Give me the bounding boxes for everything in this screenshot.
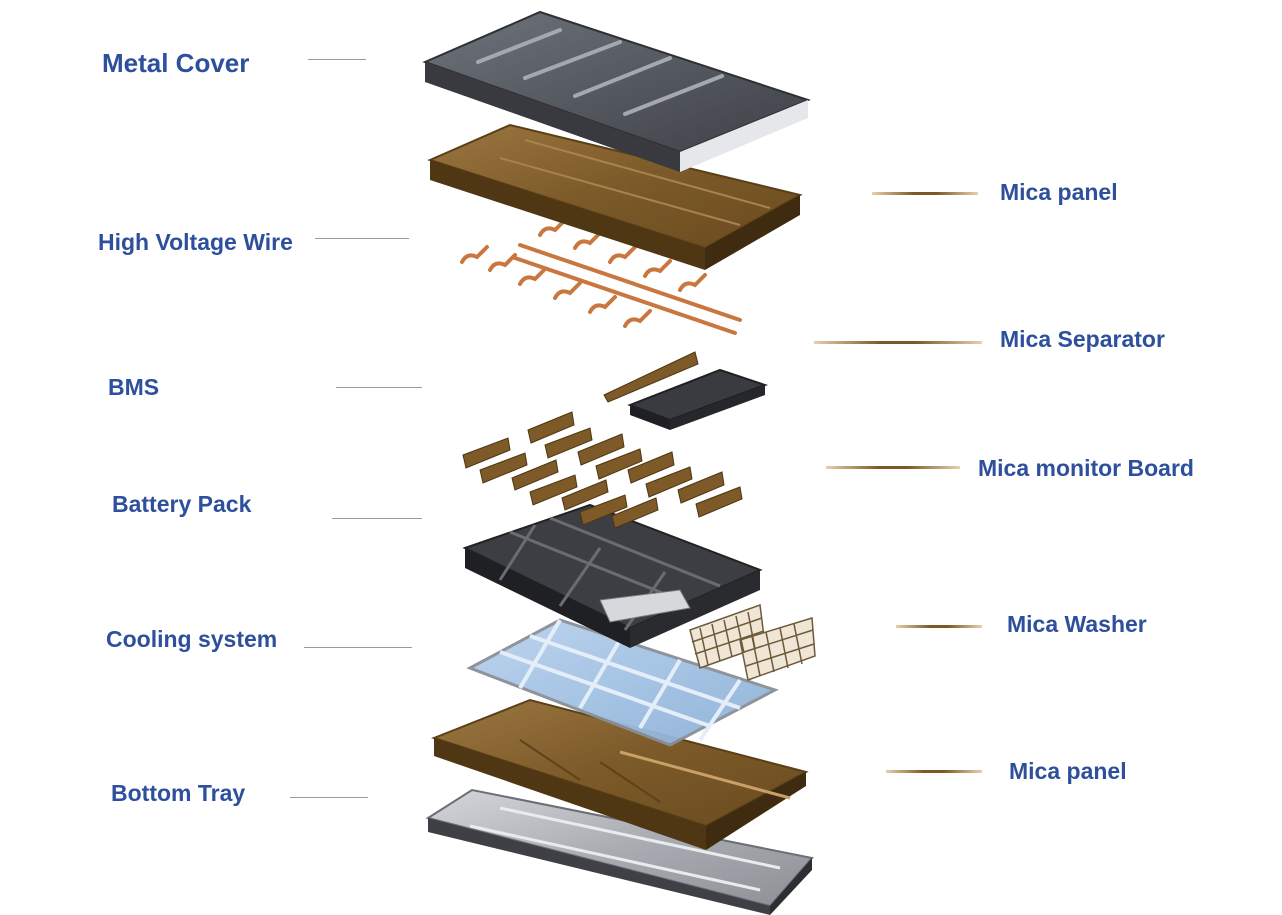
bottom-tray-part — [425, 788, 814, 915]
high-voltage-wire-part — [460, 218, 742, 335]
leader-battery-pack — [332, 518, 422, 519]
leader-metal-cover — [308, 59, 366, 60]
battery-pack-part — [462, 503, 763, 648]
leader-mica-monitor-board — [826, 466, 960, 469]
leader-mica-separator — [814, 341, 982, 344]
label-mica-panel-bottom: Mica panel — [1009, 758, 1127, 784]
label-metal-cover: Metal Cover — [102, 48, 250, 78]
label-mica-monitor-board: Mica monitor Board — [978, 455, 1194, 481]
mica-washer-part — [689, 603, 816, 681]
label-battery-pack: Battery Pack — [112, 491, 252, 517]
leader-mica-washer — [896, 625, 982, 628]
label-mica-washer: Mica Washer — [1007, 611, 1147, 637]
leader-mica-panel-bottom — [886, 770, 982, 773]
leader-mica-panel-top — [872, 192, 978, 195]
label-mica-separator: Mica Separator — [1000, 326, 1165, 352]
leader-bms — [336, 387, 422, 388]
label-bottom-tray: Bottom Tray — [111, 780, 246, 806]
label-bms: BMS — [108, 374, 160, 400]
leader-bottom-tray — [290, 797, 368, 798]
cooling-system-part — [466, 618, 779, 747]
leader-cooling-system — [304, 647, 412, 648]
mica-panel-top-part — [427, 123, 803, 270]
label-high-voltage-wire: High Voltage Wire — [98, 229, 293, 255]
mica-panel-bottom-part — [431, 698, 809, 850]
bms-part — [603, 115, 769, 430]
label-mica-panel-top: Mica panel — [1000, 179, 1118, 205]
mica-monitor-board-part — [462, 411, 743, 529]
label-cooling-system: Cooling system — [106, 626, 278, 652]
leader-high-voltage-wire — [315, 238, 409, 239]
metal-cover-part — [422, 10, 811, 172]
